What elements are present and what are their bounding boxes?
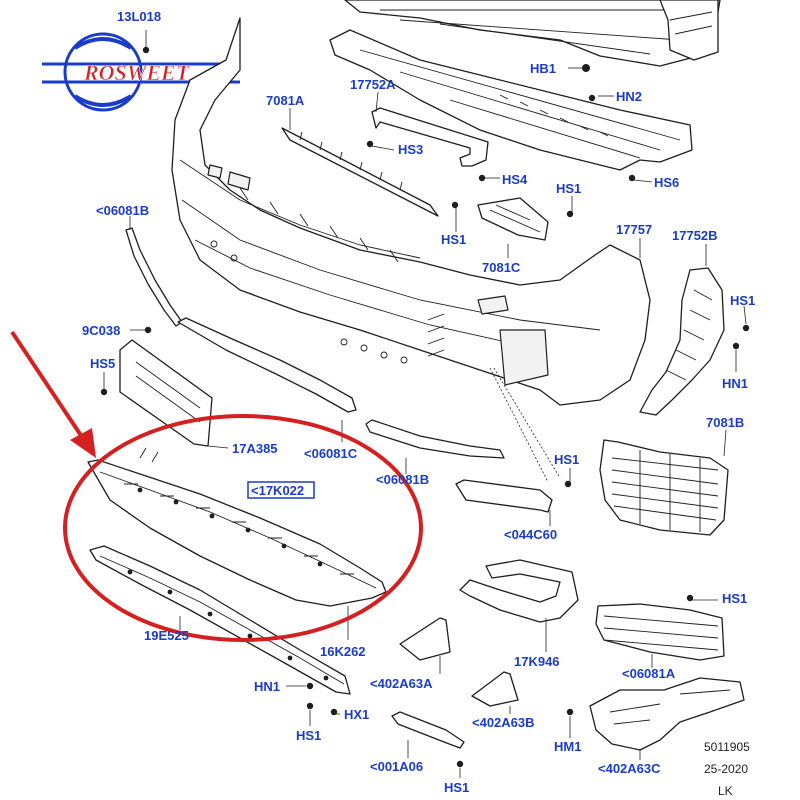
label-001A06: <001A06	[370, 759, 423, 774]
leader-lines	[103, 30, 747, 778]
label-044C60: <044C60	[504, 527, 557, 542]
label-HS1-g: HS1	[444, 780, 469, 795]
callout-labels: 13L018 7081A 17752A HB1 HN2 HS3 HS4 HS6 …	[82, 9, 755, 795]
label-06081B-a: <06081B	[96, 203, 149, 218]
logo-text: ROSWEET	[83, 60, 191, 85]
bracket-17752A	[371, 107, 489, 167]
label-16K262: 16K262	[320, 644, 366, 659]
strip-001A06	[391, 711, 465, 749]
label-HB1: HB1	[530, 61, 556, 76]
spoiler-19E525	[89, 545, 351, 695]
grille-06081A	[595, 603, 725, 661]
part-highlight-box	[247, 481, 315, 499]
bracket-402A63A	[399, 617, 451, 661]
fog-surround-17K946	[459, 559, 579, 623]
bracket-7081C	[477, 197, 549, 241]
drawing-number: 5011905	[704, 740, 750, 754]
bracket-402A63C	[589, 677, 745, 751]
label-17752B: 17752B	[672, 228, 718, 243]
label-06081A: <06081A	[622, 666, 676, 681]
label-7081A: 7081A	[266, 93, 305, 108]
label-HS1-b: HS1	[441, 232, 466, 247]
bumper-cover-17757	[171, 17, 651, 406]
label-17K946: 17K946	[514, 654, 560, 669]
label-19E525: 19E525	[144, 628, 189, 643]
highlight-circle	[63, 414, 423, 642]
grille-7081B	[599, 439, 729, 536]
label-HS6: HS6	[654, 175, 679, 190]
label-06081B-b: <06081B	[376, 472, 429, 487]
label-HS1-d: HS1	[554, 452, 579, 467]
fasteners	[100, 46, 750, 768]
label-HS4: HS4	[502, 172, 528, 187]
label-HS5: HS5	[90, 356, 115, 371]
label-HS1-f: HS1	[296, 728, 321, 743]
strip-06081C	[177, 317, 357, 413]
label-402A63C: <402A63C	[598, 761, 661, 776]
label-HM1: HM1	[554, 739, 581, 754]
label-9C038: 9C038	[82, 323, 120, 338]
drawing-reference: 5011905 25-2020 LK	[704, 740, 750, 798]
label-17757: 17757	[616, 222, 652, 237]
label-17752A: 17752A	[350, 77, 396, 92]
logo-arc-bottom	[73, 94, 133, 107]
label-HX1: HX1	[344, 707, 369, 722]
strip-06081B-upper	[125, 227, 183, 327]
strip-044C60	[455, 479, 553, 513]
label-HN2: HN2	[616, 89, 642, 104]
logo-arc-top	[73, 37, 133, 50]
label-7081C: 7081C	[482, 260, 521, 275]
label-HS1-a: HS1	[556, 181, 581, 196]
label-HS3: HS3	[398, 142, 423, 157]
bracket-7081A	[281, 127, 439, 217]
label-HS1-e: HS1	[722, 591, 747, 606]
label-7081B: 7081B	[706, 415, 744, 430]
label-17K022: <17K022	[251, 483, 304, 498]
bracket-402A63B	[471, 671, 519, 707]
logo-ring	[63, 32, 143, 112]
label-HN1-a: HN1	[722, 376, 748, 391]
drawing-initials: LK	[718, 784, 733, 798]
drawing-date: 25-2020	[704, 762, 748, 776]
label-13L018: 13L018	[117, 9, 161, 24]
crash-beam	[344, 0, 721, 67]
strip-06081B-lower	[365, 419, 505, 459]
fog-opening	[499, 329, 549, 386]
valance-17K022	[87, 447, 387, 607]
label-HS1-c: HS1	[730, 293, 755, 308]
label-402A63B: <402A63B	[472, 715, 535, 730]
plate-17A385	[119, 339, 213, 447]
underbody-shield	[329, 29, 693, 171]
bracket-17752B	[639, 267, 725, 416]
label-HN1-b: HN1	[254, 679, 280, 694]
label-402A63A: <402A63A	[370, 676, 433, 691]
label-06081C: <06081C	[304, 446, 358, 461]
red-arrow	[10, 330, 96, 458]
label-17A385: 17A385	[232, 441, 278, 456]
